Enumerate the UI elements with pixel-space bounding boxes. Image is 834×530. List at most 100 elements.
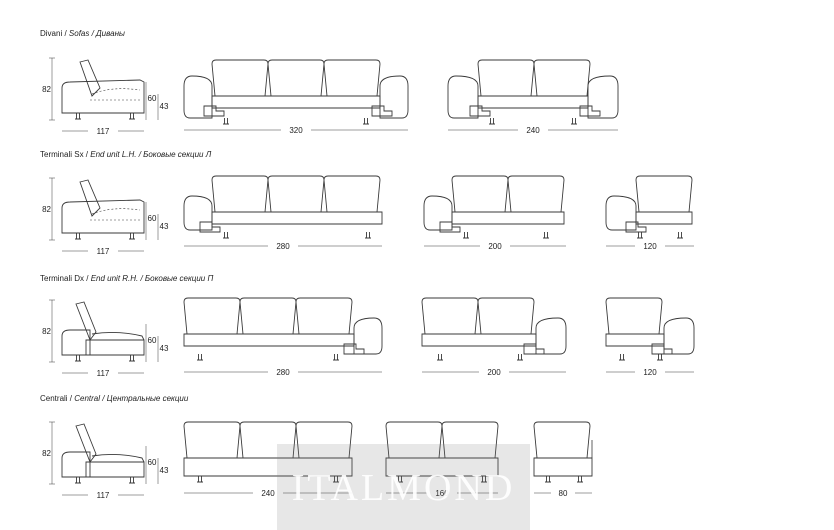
lh-120-width-label: 120 bbox=[643, 242, 657, 251]
central-240-cushion-1 bbox=[183, 421, 241, 459]
side-view-central-seat-cushion bbox=[91, 453, 145, 463]
side-view-lh-foot-front bbox=[75, 233, 81, 240]
side-view-rh-height-label: 82 bbox=[42, 327, 51, 336]
rh-120-foot-2 bbox=[657, 354, 663, 361]
sofa-320-block-left bbox=[203, 105, 225, 117]
sofa-240-arm-right bbox=[587, 75, 619, 119]
lh-200-block bbox=[439, 221, 461, 233]
central-160-cushion-2 bbox=[441, 421, 499, 459]
sofa-240-cushion-2 bbox=[533, 59, 591, 97]
side-view-rh-foot-back bbox=[129, 355, 135, 362]
rh-280-seat bbox=[183, 333, 355, 347]
rh-200-width-label: 200 bbox=[487, 368, 501, 377]
side-view-central-depth-label: 117 bbox=[97, 491, 110, 500]
side-view-sofas-foot-back bbox=[129, 113, 135, 120]
rh-280-block bbox=[343, 343, 365, 355]
lh-120-foot-2 bbox=[677, 232, 683, 239]
lh-120-arm-left bbox=[605, 195, 637, 231]
rh-200-cushion-2 bbox=[477, 297, 535, 335]
side-view-lh-seat-dash bbox=[91, 208, 141, 215]
lh-280-cushion-1 bbox=[211, 175, 269, 213]
lh-120-seat bbox=[635, 211, 693, 225]
side-view-sofas-seat-height-label: 43 bbox=[160, 102, 169, 111]
sofa-320-cushion-2 bbox=[267, 59, 325, 97]
central-160-seat bbox=[385, 457, 499, 477]
central-80-foot-1 bbox=[545, 476, 551, 483]
rh-120-arm-right bbox=[663, 317, 695, 355]
central-240-seat bbox=[183, 457, 353, 477]
side-view-lh-seat-height-label: 43 bbox=[160, 222, 169, 231]
central-80-width-label: 80 bbox=[559, 489, 568, 498]
side-view-rh-depth-label: 117 bbox=[97, 369, 110, 378]
lh-200-cushion-1 bbox=[451, 175, 509, 213]
lh-200-seat bbox=[451, 211, 565, 225]
side-view-sofas-arm-height-label: 60 bbox=[148, 94, 157, 103]
side-view-sofas-seat-dash bbox=[91, 88, 141, 95]
sofa-320-cushion-3 bbox=[323, 59, 381, 97]
lh-120-block bbox=[625, 221, 647, 233]
rh-120-width-label: 120 bbox=[643, 368, 657, 377]
lh-280-width-label: 280 bbox=[276, 242, 290, 251]
side-view-rh-arm-height-label: 60 bbox=[148, 336, 157, 345]
side-view-central-foot-back bbox=[129, 477, 135, 484]
rh-200-foot-1 bbox=[437, 354, 443, 361]
central-160-width-label: 160 bbox=[435, 489, 449, 498]
side-view-central-arm-side bbox=[61, 451, 91, 478]
lh-280-foot-2 bbox=[365, 232, 371, 239]
central-160-foot-1 bbox=[397, 476, 403, 483]
rh-200-seat bbox=[421, 333, 537, 347]
lh-120-foot-1 bbox=[637, 232, 643, 239]
rh-120-cushion-1 bbox=[605, 297, 663, 335]
lh-200-width-label: 200 bbox=[488, 242, 502, 251]
side-view-central-seat-height-label: 43 bbox=[160, 466, 169, 475]
side-view-rh-seat-height-label: 43 bbox=[160, 344, 169, 353]
central-80-foot-2 bbox=[577, 476, 583, 483]
central-80-cushion-1 bbox=[533, 421, 591, 459]
section-title-sofas: Divani / Sofas / Диваны bbox=[40, 29, 125, 38]
lh-120-cushion-1 bbox=[635, 175, 693, 213]
sofa-320-seat bbox=[211, 95, 381, 109]
rh-120-foot-1 bbox=[619, 354, 625, 361]
central-240-foot-2 bbox=[333, 476, 339, 483]
rh-280-arm-right bbox=[353, 317, 383, 355]
sofa-320-arm-right bbox=[379, 75, 409, 119]
side-view-lh-arm-height-label: 60 bbox=[148, 214, 157, 223]
lh-280-block bbox=[199, 221, 221, 233]
rh-280-cushion-2 bbox=[239, 297, 297, 335]
side-view-central-arm-height-label: 60 bbox=[148, 458, 157, 467]
side-view-sofas-height-label: 82 bbox=[42, 85, 51, 94]
sofa-240-seat bbox=[477, 95, 589, 109]
rh-120-block bbox=[651, 343, 673, 355]
rh-200-block bbox=[523, 343, 545, 355]
rh-200-cushion-1 bbox=[421, 297, 479, 335]
sofa-320-arm-left bbox=[183, 75, 213, 119]
lh-280-arm-left bbox=[183, 195, 213, 231]
rh-280-foot-2 bbox=[333, 354, 339, 361]
sofa-240-block-left bbox=[469, 105, 491, 117]
side-view-lh-height-label: 82 bbox=[42, 205, 51, 214]
section-title-central: Centrali / Central / Центральные секции bbox=[40, 394, 189, 403]
section-title-end-unit-lh: Terminali Sx / End unit L.H. / Боковые с… bbox=[40, 150, 212, 159]
side-view-rh-seat-side bbox=[85, 339, 145, 356]
central-160-foot-2 bbox=[481, 476, 487, 483]
watermark-background bbox=[277, 444, 530, 530]
side-view-sofas-body bbox=[61, 79, 145, 114]
central-80-seat bbox=[533, 457, 593, 477]
rh-280-width-label: 280 bbox=[276, 368, 290, 377]
watermark-logo: ITALMOND bbox=[291, 467, 516, 509]
rh-280-cushion-1 bbox=[183, 297, 241, 335]
lh-200-arm-left bbox=[423, 195, 453, 231]
sofa-320-width-label: 320 bbox=[289, 126, 303, 135]
side-view-lh-foot-back bbox=[129, 233, 135, 240]
central-240-foot-1 bbox=[197, 476, 203, 483]
sofa-240-cushion-1 bbox=[477, 59, 535, 97]
side-view-rh-arm-side bbox=[61, 329, 91, 356]
side-view-sofas-foot-front bbox=[75, 113, 81, 120]
sofa-240-foot-2 bbox=[571, 118, 577, 125]
side-view-sofas-depth-label: 117 bbox=[97, 127, 110, 136]
section-title-end-unit-rh: Terminali Dx / End unit R.H. / Боковые с… bbox=[40, 274, 214, 283]
rh-200-foot-2 bbox=[517, 354, 523, 361]
side-view-sofas-back-cushion bbox=[79, 59, 101, 97]
sofa-240-arm-left bbox=[447, 75, 479, 119]
